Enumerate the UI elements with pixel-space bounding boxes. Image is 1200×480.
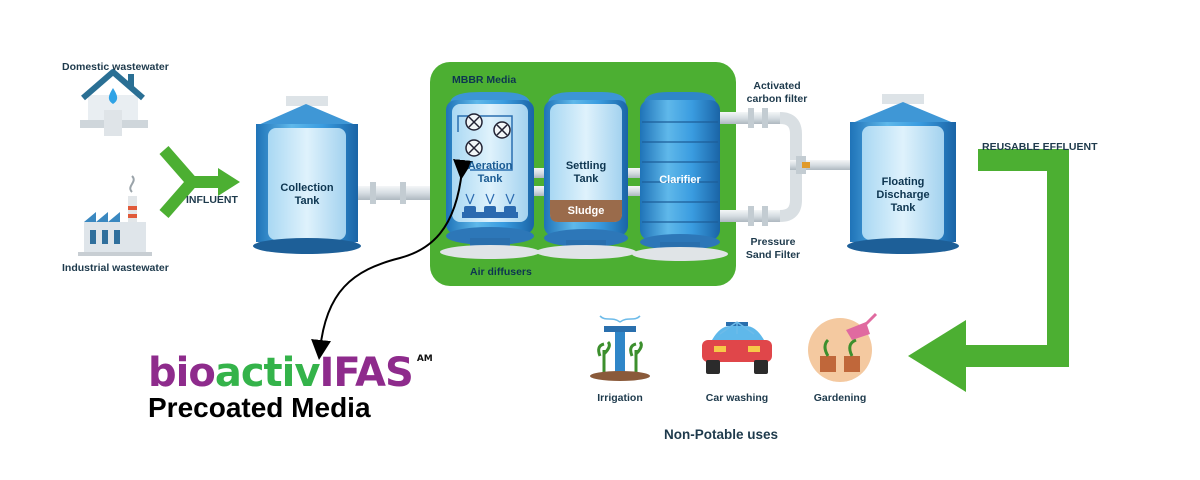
gardening-label: Gardening: [813, 392, 867, 404]
influent-arrow: [159, 146, 240, 218]
effluent-arrow: [908, 149, 1069, 392]
car-washing-label: Car washing: [705, 392, 769, 404]
settling-tank: [536, 92, 636, 259]
reusable-effluent-label: REUSABLE EFFLUENT: [982, 141, 1098, 153]
non-potable-caption: Non-Potable uses: [664, 427, 779, 442]
clarifier-tank: [632, 92, 728, 261]
mbbr-media-label: MBBR Media: [452, 74, 517, 86]
sludge-label: Sludge: [567, 205, 605, 217]
clarifier-label: Clarifier: [659, 174, 701, 186]
irrigation-label: Irrigation: [597, 392, 643, 404]
discharge-tank: [847, 94, 959, 254]
car-wash-icon: [702, 321, 772, 374]
domestic-label: Domestic wastewater: [62, 61, 169, 73]
filter-piping: [720, 108, 850, 226]
factory-icon: [78, 175, 152, 256]
collection-tank: [253, 96, 361, 254]
irrigation-icon: [590, 315, 650, 381]
influent-label: INFLUENT: [186, 194, 238, 206]
brand-subtitle: Precoated Media: [148, 392, 371, 423]
gardening-icon: [808, 312, 878, 382]
industrial-label: Industrial wastewater: [62, 262, 169, 274]
house-icon: [80, 69, 148, 136]
media-pointer-arrow: [311, 159, 473, 360]
air-diffusers-label: Air diffusers: [470, 266, 532, 278]
